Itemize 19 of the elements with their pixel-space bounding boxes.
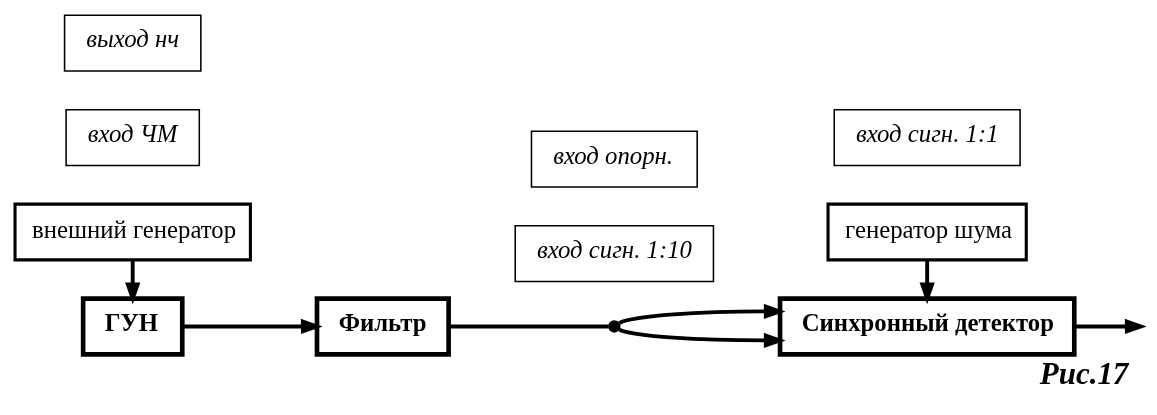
arrow	[618, 303, 786, 325]
node-box: Фильтр	[314, 295, 451, 357]
connector	[449, 324, 609, 328]
node-box: генератор шума	[826, 202, 1028, 261]
arrow	[182, 318, 323, 334]
node-box: вход сигн. 1:10	[514, 224, 715, 282]
node-box: вход сигн. 1:1	[833, 108, 1021, 166]
caption: Рис.17	[1039, 355, 1129, 391]
arrow	[919, 259, 935, 304]
node-box: ГУН	[80, 295, 185, 357]
node-box: Синхронный детектор	[777, 295, 1077, 357]
node-box: вход опорн.	[530, 130, 698, 188]
node-box: выход нч	[63, 13, 202, 72]
node-box: внешний генератор	[13, 202, 252, 261]
arrow	[1074, 318, 1147, 334]
arrow	[618, 327, 786, 348]
arrow	[125, 259, 141, 304]
node-circle	[608, 319, 621, 333]
node-box: вход ЧМ	[65, 108, 201, 166]
